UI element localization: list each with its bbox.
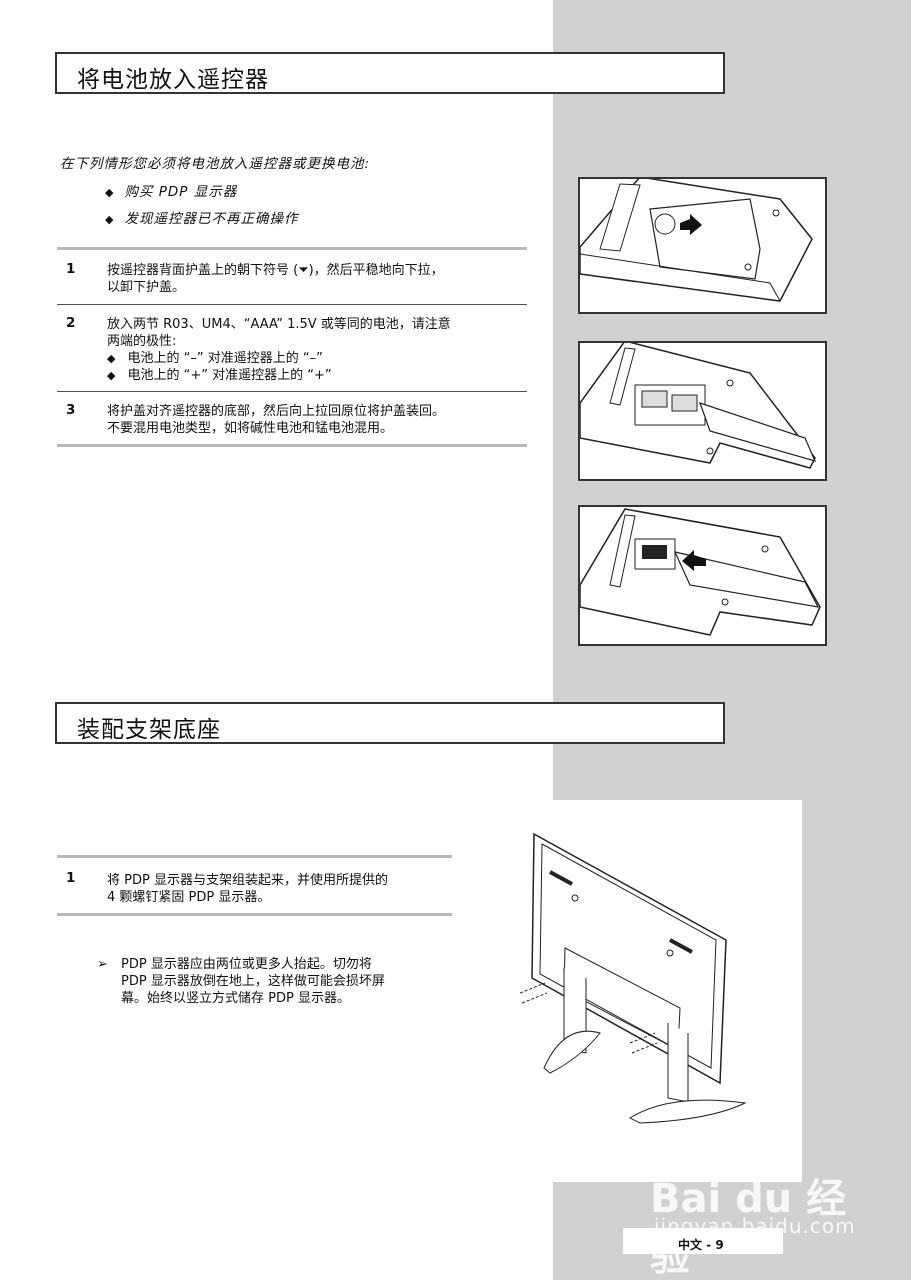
diamond-icon: ◆ [107, 369, 116, 382]
page-number: 中文 - 9 [678, 1238, 724, 1252]
table-top-rule [57, 247, 527, 250]
step-text: 放入两节 R03、UM4、“AAA” 1.5V 或等同的电池，请注意 两端的极性… [107, 317, 451, 383]
table-bottom-rule [57, 444, 527, 447]
page-number-box [623, 1228, 783, 1254]
step-number: 1 [66, 261, 76, 277]
step-number: 3 [66, 402, 76, 418]
battery-compartment-icon [579, 340, 817, 469]
replace-cover-illustration [578, 505, 827, 646]
step-text: 将 PDP 显示器与支架组装起来，并使用所提供的 4 颗螺钉紧固 PDP 显示器… [107, 873, 388, 905]
step-number: 1 [66, 870, 76, 886]
step-number: 2 [66, 315, 76, 331]
section-title: 将电池放入遥控器 [77, 67, 269, 93]
intro-text: 在下列情形您必须将电池放入遥控器或更换电池: [60, 156, 371, 172]
remote-control-icon [579, 176, 813, 302]
diamond-icon: ◆ [107, 352, 116, 365]
arrow-icon: ➢ [97, 957, 108, 972]
step-text: 按遥控器背面护盖上的朝下符号 (⏷)，然后平稳地向下拉， 以卸下护盖。 [107, 263, 444, 295]
remote-cover-removal-illustration [578, 176, 827, 314]
bullet-item: ◆发现遥控器已不再正确操作 [105, 211, 299, 227]
insert-batteries-illustration [578, 340, 827, 481]
row-divider [57, 304, 527, 305]
diamond-icon: ◆ [105, 186, 115, 199]
row-divider [57, 391, 527, 392]
section-title: 装配支架底座 [77, 717, 221, 743]
bullet-item: ◆购买 PDP 显示器 [105, 184, 238, 200]
remote-control-icon [579, 508, 821, 636]
diamond-icon: ◆ [105, 213, 115, 226]
tv-stand-illustration [520, 832, 747, 1124]
section-header-batteries: 将电池放入遥控器 [55, 52, 725, 94]
caution-note: ➢PDP 显示器应由两位或更多人抬起。切勿将 PDP 显示器放倒在地上，这样做可… [97, 957, 385, 1006]
section-header-stand: 装配支架底座 [55, 702, 725, 744]
table-top-rule [57, 855, 452, 858]
table-bottom-rule [57, 913, 452, 916]
step-text: 将护盖对齐遥控器的底部，然后向上拉回原位将护盖装回。 不要混用电池类型，如将碱性… [107, 404, 446, 436]
